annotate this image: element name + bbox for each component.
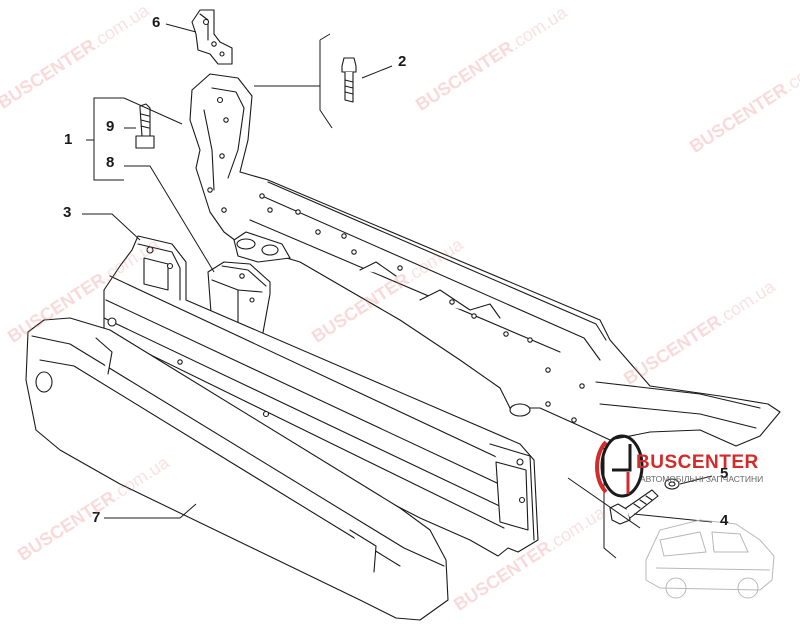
bolt-part-9 — [135, 103, 155, 149]
callout-4: 4 — [720, 512, 729, 529]
logo-tagline: АВТОМОБІЛЬНІ ЗАПЧАСТИНИ — [640, 474, 764, 484]
callout-5: 5 — [720, 465, 729, 482]
bracket-line-2 — [319, 40, 333, 129]
logo-name: BUSCENTER — [636, 452, 759, 473]
bracket-line-1b — [93, 140, 124, 181]
callout-9: 9 — [106, 118, 115, 135]
leader-lines — [82, 23, 713, 559]
impact-absorber — [25, 317, 449, 621]
bracket-line-4 — [603, 448, 617, 559]
callout-7: 7 — [92, 509, 101, 526]
bracket-line-2b — [319, 33, 331, 41]
callout-8: 8 — [106, 154, 115, 171]
leader-2 — [361, 65, 393, 79]
small-bracket — [191, 9, 233, 65]
van-illustration — [645, 519, 775, 599]
bracket-line-1 — [93, 97, 124, 140]
leader-4a — [567, 477, 641, 529]
leader-7 — [104, 503, 197, 519]
callout-2: 2 — [398, 53, 407, 70]
leader-5 — [679, 475, 713, 485]
leader-4 — [633, 513, 713, 523]
callout-1: 1 — [64, 131, 73, 148]
bolt-part-2 — [341, 57, 357, 103]
leader-1a — [123, 97, 183, 125]
callout-6: 6 — [152, 14, 161, 31]
washer-part-5 — [664, 478, 680, 490]
leader-6 — [165, 23, 197, 33]
callout-3: 3 — [63, 204, 72, 221]
buscenter-logo-mark — [595, 434, 644, 498]
upper-crossmember — [189, 73, 781, 447]
leader-3 — [82, 213, 141, 241]
leader-8 — [124, 165, 215, 273]
